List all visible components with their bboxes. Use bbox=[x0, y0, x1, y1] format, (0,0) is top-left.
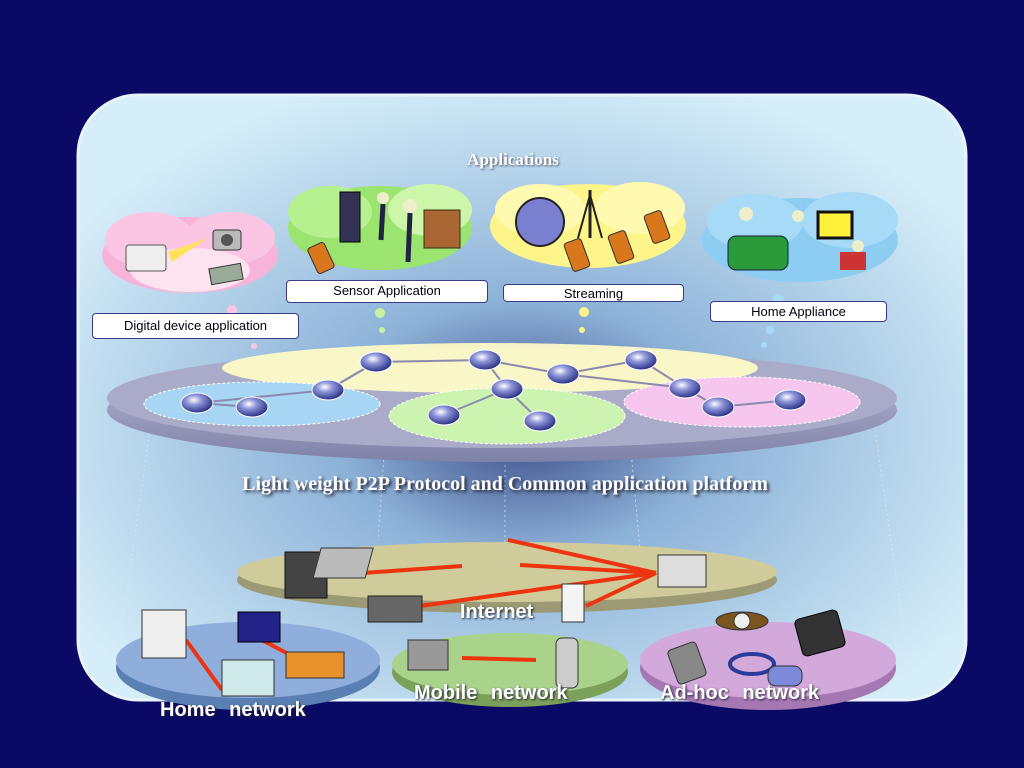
thought-dots bbox=[227, 294, 784, 349]
peer-node bbox=[468, 349, 502, 371]
internet-disc bbox=[237, 538, 777, 623]
peer-node bbox=[624, 349, 658, 371]
peer-node bbox=[235, 396, 269, 418]
mobile-network-label: Mobile network bbox=[414, 682, 568, 704]
p2p-nodes bbox=[180, 349, 807, 432]
applications-title: Applications bbox=[467, 150, 559, 169]
phone-icon bbox=[307, 241, 335, 275]
fridge-icon bbox=[141, 609, 187, 659]
adhoc-network-disc bbox=[640, 609, 896, 710]
person-icon bbox=[792, 210, 804, 222]
streaming-label: Streaming bbox=[503, 284, 684, 302]
laptop-icon bbox=[312, 547, 374, 579]
peer-node bbox=[523, 410, 557, 432]
peer-node bbox=[701, 396, 735, 418]
desktop-icon bbox=[657, 554, 707, 588]
globe-icon bbox=[515, 197, 565, 247]
platform-disc bbox=[107, 343, 897, 462]
cloud-streaming bbox=[490, 182, 686, 272]
person-icon bbox=[377, 192, 389, 204]
phone-icon bbox=[555, 637, 579, 689]
laptop-icon bbox=[367, 595, 423, 623]
cloud-sensor bbox=[288, 184, 472, 275]
peer-node bbox=[311, 379, 345, 401]
peer-node bbox=[773, 389, 807, 411]
phone-icon bbox=[667, 641, 707, 685]
peer-node bbox=[359, 351, 393, 373]
person-icon bbox=[403, 199, 417, 213]
microwave-icon bbox=[221, 659, 275, 697]
person-icon bbox=[739, 207, 753, 221]
shelf-icon bbox=[423, 209, 461, 249]
printer-icon bbox=[125, 244, 167, 272]
tv-icon bbox=[237, 611, 281, 643]
person-icon bbox=[852, 240, 864, 252]
mouse-icon bbox=[767, 665, 803, 687]
peer-node bbox=[668, 377, 702, 399]
cloud-digital-device bbox=[102, 212, 278, 293]
vending-machine-icon bbox=[339, 191, 361, 243]
peer-node bbox=[180, 392, 214, 414]
phone-icon bbox=[563, 238, 591, 272]
headset-icon bbox=[728, 652, 776, 676]
adhoc-network-label: Ad-hoc network bbox=[660, 682, 820, 704]
cloud-home-appliance bbox=[702, 192, 898, 282]
peer-node bbox=[490, 378, 524, 400]
internet-label: Internet bbox=[460, 601, 534, 623]
home-network-disc bbox=[116, 609, 380, 710]
tv-icon bbox=[816, 210, 854, 240]
phone-icon bbox=[643, 210, 671, 244]
mobile-network-disc bbox=[392, 633, 628, 707]
home-network-label: Home network bbox=[160, 699, 306, 721]
sensor-app-label: Sensor Application bbox=[286, 280, 488, 303]
fridge-icon bbox=[561, 583, 585, 623]
router-icon bbox=[285, 651, 345, 679]
peer-node bbox=[427, 404, 461, 426]
pda-icon bbox=[407, 639, 449, 671]
peer-node bbox=[546, 363, 580, 385]
phone-icon bbox=[607, 230, 635, 264]
pda-icon bbox=[794, 609, 846, 657]
scanner-icon bbox=[208, 262, 244, 286]
sofa-icon bbox=[727, 235, 789, 271]
platform-title: Light weight P2P Protocol and Common app… bbox=[242, 473, 768, 495]
home-appliance-label: Home Appliance bbox=[710, 301, 887, 322]
digital-device-app-label: Digital device application bbox=[92, 313, 299, 339]
